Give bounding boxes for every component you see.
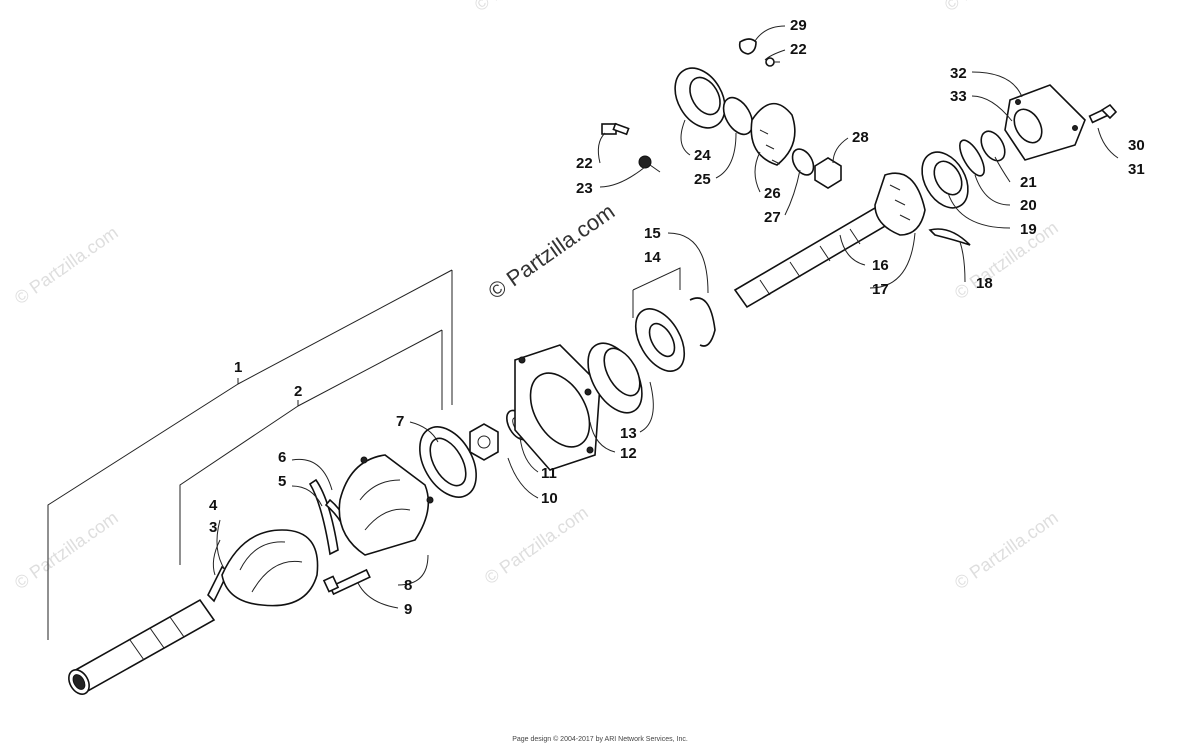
footer-copyright: Page design © 2004-2017 by ARI Network S…	[512, 736, 688, 743]
leader-lines	[212, 25, 1119, 609]
bearing-19	[921, 151, 969, 209]
nut-28	[814, 157, 842, 189]
bearing-14	[634, 308, 686, 372]
label-24: 24	[694, 147, 711, 164]
label-8: 8	[404, 577, 412, 594]
part-labels: 1 2 3 4 5 6 7 8 9 10 11 12 13 14 15 16 1…	[209, 17, 1145, 618]
oil-seal-7	[419, 426, 477, 498]
label-20: 20	[1020, 197, 1037, 214]
watermark-main: © Partzilla.com	[484, 199, 620, 305]
label-21: 21	[1020, 174, 1037, 191]
label-2: 2	[294, 383, 302, 400]
label-33: 33	[950, 88, 967, 105]
label-1: 1	[234, 359, 242, 376]
label-30: 30	[1128, 137, 1145, 154]
snap-ring-18	[928, 228, 971, 246]
washer-27	[791, 148, 815, 176]
label-17: 17	[872, 281, 889, 298]
vent-washer-23	[638, 155, 661, 173]
bolt-9	[322, 568, 371, 596]
label-22-top: 22	[790, 41, 807, 58]
watermark-text: © Partzilla.com	[951, 217, 1062, 303]
label-19: 19	[1020, 221, 1037, 238]
watermark-text: © Partzilla.com	[11, 222, 122, 308]
label-23: 23	[576, 180, 593, 197]
cv-joint-housing	[338, 454, 434, 556]
assembly-brackets	[47, 267, 681, 640]
label-18: 18	[976, 275, 993, 292]
label-26: 26	[764, 185, 781, 202]
label-32: 32	[950, 65, 967, 82]
label-27: 27	[764, 209, 781, 226]
bearing-24	[674, 67, 726, 129]
label-22-upper-left: 22	[576, 155, 593, 172]
pinion-gear-17	[874, 172, 926, 236]
bearing-cap-32	[1004, 84, 1086, 161]
axle-shaft	[68, 598, 216, 695]
label-9: 9	[404, 601, 412, 618]
label-14: 14	[644, 249, 661, 266]
bolt-30	[1088, 103, 1118, 124]
label-29: 29	[790, 17, 807, 34]
label-25: 25	[694, 171, 711, 188]
snap-ring-15	[689, 297, 716, 347]
label-7: 7	[396, 413, 404, 430]
washer-25	[722, 96, 754, 136]
label-4: 4	[209, 497, 218, 514]
watermark-text: © Partzilla.com	[471, 0, 582, 15]
watermark-text: © Partzilla.com	[11, 507, 122, 593]
shim-20	[959, 139, 985, 177]
race-21	[980, 130, 1006, 162]
watermark-text: © Partzilla.com	[951, 507, 1062, 593]
watermark-text: © Partzilla.com	[481, 502, 592, 588]
vent-bolt-22	[601, 122, 630, 136]
label-6: 6	[278, 449, 286, 466]
ring-gear-26	[750, 102, 796, 166]
watermark-text: © Partzilla.com	[941, 0, 1052, 15]
label-3: 3	[209, 519, 217, 536]
label-11: 11	[541, 465, 557, 482]
screw-22	[765, 57, 780, 67]
cv-boot	[221, 529, 319, 607]
label-13: 13	[620, 425, 637, 442]
nut-10	[469, 423, 499, 461]
label-16: 16	[872, 257, 889, 274]
bearing-housing-12	[514, 344, 601, 471]
watermark-group: © Partzilla.com © Partzilla.com © Partzi…	[11, 0, 1062, 593]
label-10: 10	[541, 490, 558, 507]
pinion-shaft-16	[733, 203, 894, 309]
boot-clamp-5	[308, 478, 339, 556]
label-31: 31	[1128, 161, 1145, 178]
label-15: 15	[644, 225, 661, 242]
label-5: 5	[278, 473, 286, 490]
bearing-13	[587, 342, 643, 414]
label-28: 28	[852, 129, 869, 146]
fill-plug-29	[738, 38, 757, 55]
label-12: 12	[620, 445, 637, 462]
